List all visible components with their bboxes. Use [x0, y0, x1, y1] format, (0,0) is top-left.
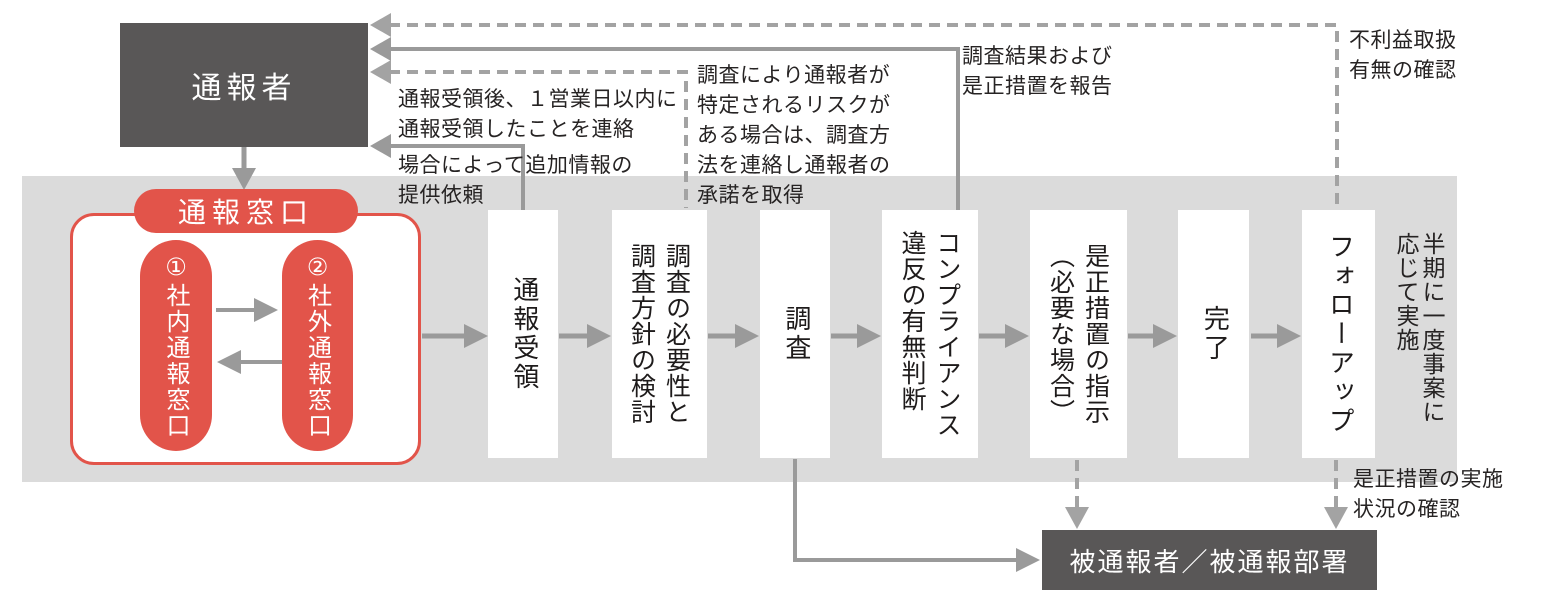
- reporter-box: 通報者: [120, 23, 368, 147]
- step-label-investigation: 調査: [780, 305, 811, 363]
- step-label-corrective-measures: 是正措置の指示 （必要な場合）: [1046, 243, 1111, 425]
- internal-to-external-arrow: [216, 298, 278, 322]
- hotline-group-frame: [70, 213, 421, 465]
- step-box-investigation: 調査: [760, 210, 830, 458]
- step-label-receipt: 通報受領: [508, 276, 539, 392]
- report-feedback-arrowhead: [370, 37, 391, 61]
- hotline-title: 通報窓口: [134, 189, 358, 233]
- external-hotline-pill: ②社外通報窓口: [282, 240, 353, 451]
- followup-to-subject-arrowhead: [1324, 507, 1348, 529]
- internal-hotline-label: ①社内通報窓口: [162, 252, 190, 439]
- corrective-to-subject-arrowhead: [1065, 507, 1089, 529]
- note-status-check: 是正措置の実施 状況の確認: [1353, 467, 1504, 521]
- external-hotline-label: ②社外通報窓口: [303, 252, 332, 439]
- subject-box: 被通報者／被通報部署: [1042, 530, 1377, 590]
- step-label-violation-judgment: コンプライアンス 違反の有無判断: [898, 230, 962, 438]
- subject-label: 被通報者／被通報部署: [1069, 547, 1350, 578]
- ack-feedback-arrowhead: [370, 134, 391, 158]
- detriment-feedback-arrowhead: [370, 13, 391, 37]
- step-label-followup: フォローアップ: [1324, 232, 1355, 436]
- step-box-necessity-review: 調査の必要性と 調査方針の検討: [612, 210, 707, 458]
- note-acknowledgement: 通報受領後、１営業日以内に 通報受領したことを連絡: [398, 87, 678, 141]
- note-followup-timing: 半期に一度事案に 応じて実施: [1392, 232, 1444, 424]
- step-box-receipt: 通報受領: [488, 210, 558, 458]
- investigation-to-subject-arrowhead: [1016, 548, 1040, 572]
- reporter-label: 通報者: [191, 71, 297, 106]
- note-additional-info: 場合によって追加情報の 提供依頼: [398, 153, 633, 207]
- risk-feedback-arrowhead: [370, 60, 391, 84]
- step-box-followup: フォローアップ: [1302, 210, 1375, 458]
- step-box-completion: 完了: [1178, 210, 1249, 458]
- note-report-results: 調査結果および 是正措置を報告: [962, 44, 1113, 98]
- step-label-necessity-review: 調査の必要性と 調査方針の検討: [627, 243, 692, 425]
- note-detriment-check: 不利益取扱 有無の確認: [1349, 28, 1457, 82]
- external-to-internal-arrow: [217, 350, 282, 374]
- note-identification-risk: 調査により通報者が 特定されるリスクが ある場合は、調査方 法を連絡し通報者の …: [697, 63, 891, 207]
- internal-hotline-pill: ①社内通報窓口: [140, 240, 212, 451]
- step-box-corrective-measures: 是正措置の指示 （必要な場合）: [1030, 210, 1127, 458]
- step-box-violation-judgment: コンプライアンス 違反の有無判断: [882, 210, 978, 458]
- hotline-title-label: 通報窓口: [177, 196, 314, 229]
- step-label-completion: 完了: [1199, 305, 1230, 363]
